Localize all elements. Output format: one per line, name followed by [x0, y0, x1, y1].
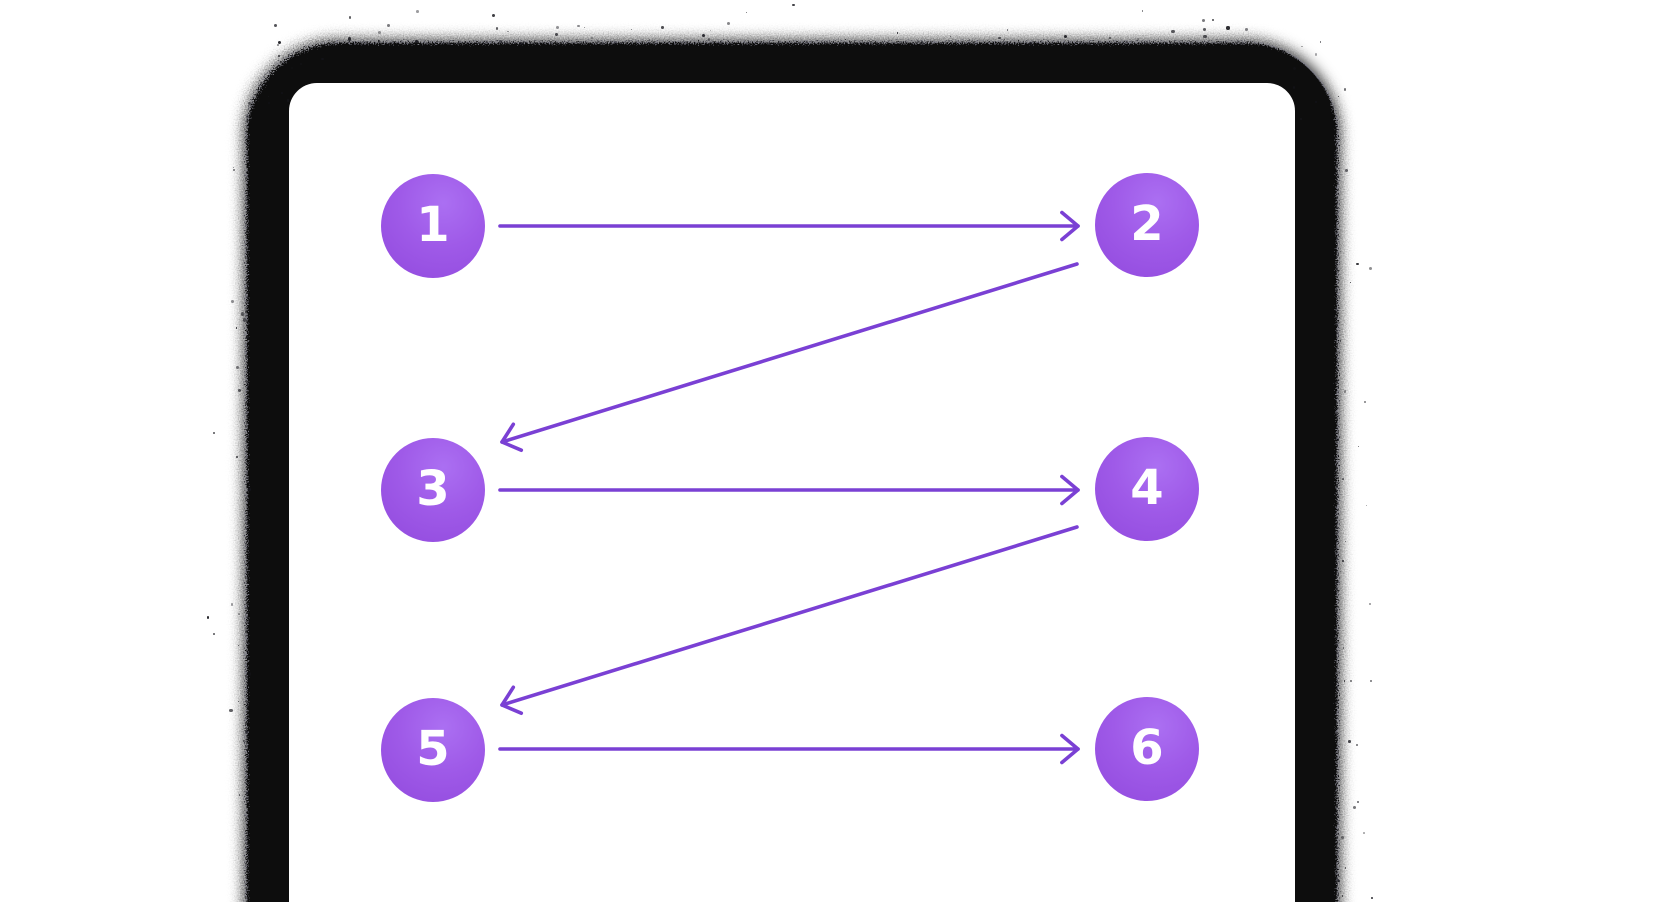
step-node-4-label: 4	[1130, 460, 1164, 516]
step-node-5-label: 5	[416, 721, 450, 777]
step-node-6-label: 6	[1130, 720, 1164, 776]
step-node-2: 2	[1095, 173, 1199, 277]
step-node-4: 4	[1095, 437, 1199, 541]
step-node-2-label: 2	[1130, 196, 1164, 252]
step-node-3: 3	[381, 438, 485, 542]
step-node-1: 1	[381, 174, 485, 278]
step-node-6: 6	[1095, 697, 1199, 801]
step-node-5: 5	[381, 698, 485, 802]
step-node-3-label: 3	[416, 461, 450, 517]
step-node-1-label: 1	[416, 197, 450, 253]
